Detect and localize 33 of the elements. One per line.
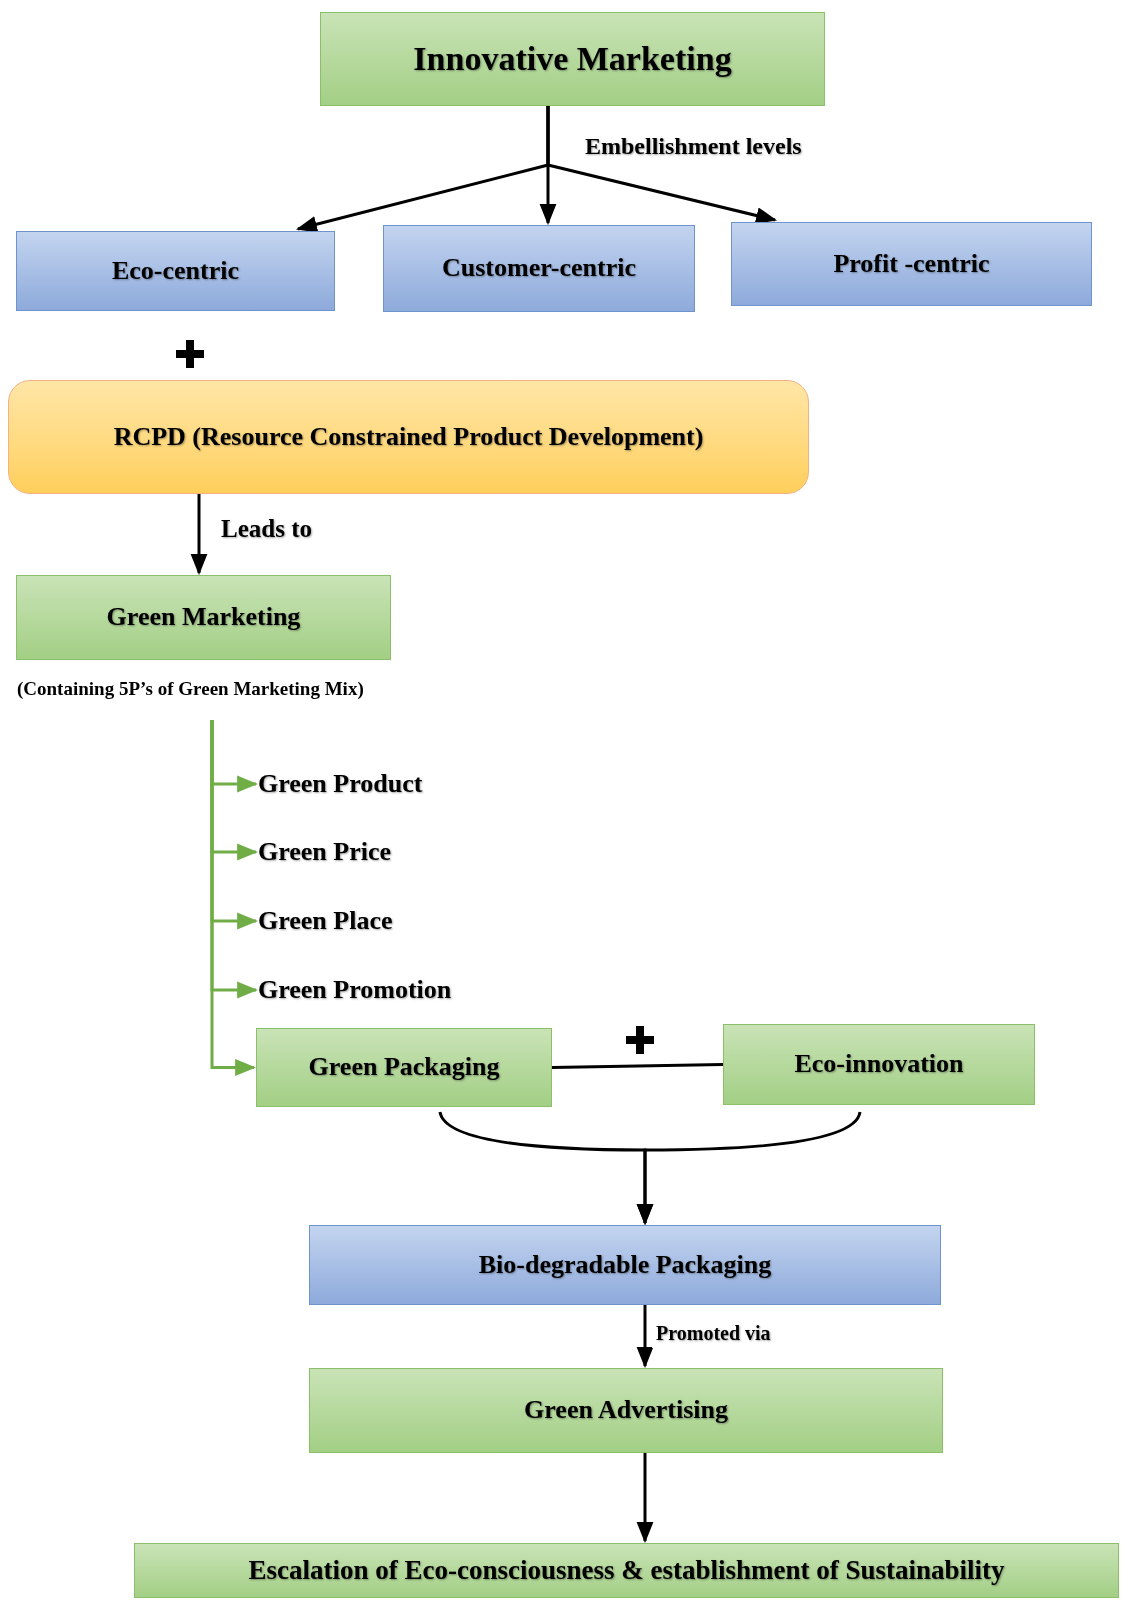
flow-box (309, 1368, 943, 1453)
node-text: Green Advertising (524, 1394, 728, 1427)
node-text: Green Packaging (308, 1051, 500, 1084)
flow-box (16, 231, 335, 311)
node-text: Customer-centric (442, 252, 636, 285)
arrow (190, 494, 208, 576)
node-text: Green Marketing (106, 601, 301, 634)
annotation-label: Embellishment levels (585, 132, 802, 161)
caption-text: (Containing 5P’s of Green Marketing Mix) (17, 677, 364, 701)
node-text: Bio-degradable Packaging (478, 1248, 772, 1281)
node-text: Innovative Marketing (413, 38, 732, 79)
flow-box (8, 380, 809, 494)
node-text: Green Product (258, 767, 423, 800)
flow-box (383, 225, 695, 312)
arrow (636, 1453, 654, 1544)
node-text: Profit -centric (833, 247, 990, 280)
node-text: Eco-centric (111, 254, 239, 287)
node-text: Green Place (258, 904, 393, 937)
flow-box (309, 1225, 941, 1305)
flow-box (256, 1028, 552, 1107)
node-text: RCPD (Resource Constrained Product Development) (113, 420, 704, 453)
arrow (636, 1305, 654, 1369)
flow-box (320, 12, 825, 106)
flow-box (134, 1543, 1119, 1598)
arrow (210, 720, 257, 1076)
node-text: Green Price (258, 835, 392, 868)
arrow (636, 1111, 862, 1226)
flow-box (723, 1024, 1035, 1105)
node-text: Escalation of Eco-consciousness & establishment of Sustainability (248, 1553, 1005, 1587)
node-text: Green Promotion (258, 973, 452, 1006)
flow-box (731, 222, 1092, 306)
node-text: Eco-innovation (794, 1048, 964, 1081)
arrow (546, 106, 778, 224)
